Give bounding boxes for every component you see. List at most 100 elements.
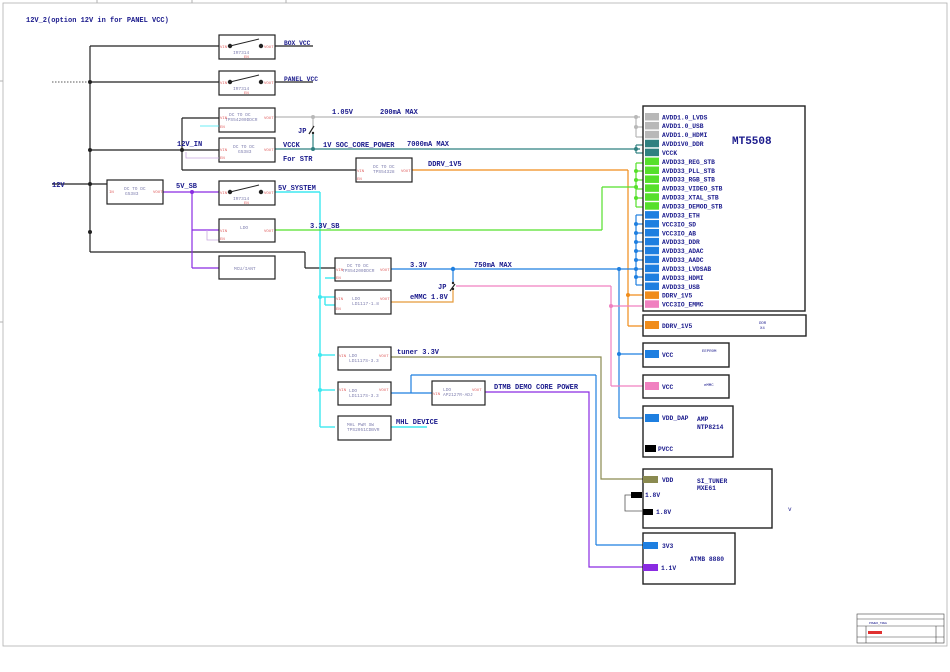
svg-text:EN: EN: [220, 126, 225, 130]
mt5508-pin-marker: [645, 246, 659, 255]
junction: [634, 249, 638, 253]
mcu-block: MCU/IANT: [218, 255, 276, 280]
svg-text:VIN: VIN: [220, 117, 228, 121]
junction: [88, 80, 92, 84]
net-box-vcc: BOX VCC: [284, 40, 311, 47]
pin-marker: [645, 350, 659, 358]
mhl-power-switch: MHL PWR SW TPS2051CDBVR: [337, 415, 392, 441]
ldo-tuner-3v3: LDO LD1117S-3.3 VIN VOUT: [337, 346, 392, 371]
net-1v05-max: 200mA MAX: [380, 109, 419, 117]
svg-text:VCC: VCC: [662, 352, 674, 359]
mt5508-pin-label: AVDD1V0_DDR: [662, 141, 704, 148]
junction: [634, 222, 638, 226]
svg-text:NTP8214: NTP8214: [697, 424, 724, 431]
junction: [609, 304, 613, 308]
junction: [190, 190, 194, 194]
mt5508-pin-marker: [645, 282, 659, 290]
stray-mark: v: [788, 506, 792, 513]
jumper-jp-emmc[interactable]: JP: [438, 281, 456, 292]
mt5508-pin-label: AVDD33_DDR: [662, 239, 700, 246]
wires-1v05: [275, 116, 645, 138]
jumper-jp-top[interactable]: JP: [298, 117, 315, 149]
svg-text:VIN: VIN: [220, 149, 228, 153]
jp-label-2: JP: [438, 284, 446, 292]
svg-text:VCC: VCC: [662, 384, 674, 391]
junction: [634, 240, 638, 244]
junction: [634, 267, 638, 271]
svg-text:LDO: LDO: [349, 353, 357, 359]
svg-text:EN: EN: [336, 277, 341, 281]
svg-text:G5383: G5383: [125, 191, 139, 197]
svg-text:ATMB 8880: ATMB 8880: [690, 556, 724, 563]
mt5508-pin-label: VCC3IO_SD: [662, 221, 696, 228]
svg-text:VOUT: VOUT: [380, 269, 390, 273]
mt5508-pin-label: AVDD33_RGB_STB: [662, 177, 715, 184]
junction: [617, 352, 621, 356]
mt5508-pin-label: AVDD33_USB: [662, 284, 700, 291]
sheet-border: [2, 2, 948, 647]
mt5508-pin-label: AVDD33_REG_STB: [662, 159, 715, 166]
dcdc-5v-sb: DC TO DC G5383 IN VOUT: [106, 179, 164, 205]
pin-marker: [645, 414, 659, 422]
svg-text:EN: EN: [357, 178, 362, 182]
junction: [88, 230, 92, 234]
svg-text:TPS54328: TPS54328: [373, 169, 395, 175]
svg-text:VOUT: VOUT: [379, 389, 389, 393]
mt5508-pin-label: AVDD33_AADC: [662, 257, 704, 264]
svg-text:MXE61: MXE61: [697, 485, 716, 492]
ldo-3v3-sb: LDO VIN VOUT EN: [218, 218, 276, 243]
svg-text:EN: EN: [336, 308, 341, 312]
mt5508-pin-marker: [645, 130, 659, 139]
mt5508-pin-label: VCC3IO_EMMC: [662, 302, 704, 309]
dcdc-vcck: DC TO DC G5383 VIN VOUT EN: [218, 137, 276, 163]
net-3v3: 3.3V: [410, 262, 428, 270]
mt5508-pin-marker: [645, 202, 659, 210]
svg-text:TPS2051CDBVR: TPS2051CDBVR: [347, 427, 380, 433]
svg-text:SI_TUNER: SI_TUNER: [697, 478, 727, 485]
switch-box-vcc: VIN VOUT IR7314 EN: [218, 34, 276, 60]
pin-marker: [643, 476, 658, 483]
eeprom-chip: VCC EEPROM: [642, 342, 730, 368]
svg-text:VOUT: VOUT: [264, 82, 274, 86]
net-3v3-max: 750mA MAX: [474, 262, 513, 270]
svg-text:X4: X4: [760, 327, 765, 331]
svg-text:VIN: VIN: [339, 355, 347, 359]
svg-text:VOUT: VOUT: [380, 298, 390, 302]
pin-marker: [645, 382, 659, 390]
net-emmc-1v8: eMMC 1.8V: [410, 294, 449, 302]
svg-text:VIN: VIN: [357, 170, 365, 174]
pin-marker: [645, 445, 656, 452]
junction: [634, 125, 638, 129]
switch-5v-system: VIN VOUT IR7314 EN: [218, 180, 276, 206]
svg-text:VDD: VDD: [662, 477, 674, 484]
mt5508-pin-marker: [645, 264, 659, 273]
pin-marker: [645, 321, 659, 329]
svg-text:LDO: LDO: [240, 225, 248, 231]
svg-text:EN: EN: [220, 157, 225, 161]
svg-text:VOUT: VOUT: [264, 230, 274, 234]
svg-text:VOUT: VOUT: [401, 170, 411, 174]
net-mhl-device: MHL DEVICE: [396, 419, 438, 427]
mt5508-pin-marker: [645, 184, 659, 192]
svg-text:EN: EN: [244, 92, 249, 96]
svg-text:MHL PWR SW: MHL PWR SW: [347, 422, 374, 428]
svg-text:MCU/IANT: MCU/IANT: [234, 266, 256, 272]
title-block: [856, 613, 945, 644]
pin-marker: [631, 492, 642, 498]
dcdc-3v3: DC TO DC TPS54200DDCR VIN VOUT EN: [334, 257, 392, 282]
svg-text:TPS54200DDCR: TPS54200DDCR: [225, 117, 258, 123]
mt5508-pin-marker: [645, 255, 659, 264]
svg-text:VOUT: VOUT: [153, 191, 163, 195]
svg-text:G5383: G5383: [238, 149, 252, 155]
net-ddrv: DDRV_1V5: [428, 161, 462, 169]
mt5508-pin-label: AVDD33_LVDSAB: [662, 266, 711, 273]
mt5508-pin-label: AVDD33_XTAL_STB: [662, 195, 719, 202]
for-str-note: For STR: [283, 156, 313, 164]
mt5508-pin-marker: [645, 237, 659, 246]
junction: [634, 147, 638, 151]
ldo-demo-3v3: LDO LD1117S-3.3 VIN VOUT: [337, 381, 392, 406]
net-tuner-3v3: tuner 3.3V: [397, 349, 440, 357]
mt5508-pin-marker: [645, 291, 659, 299]
svg-text:eMMC: eMMC: [704, 384, 714, 388]
mt5508-pin-label: AVDD33_PLL_STB: [662, 168, 715, 175]
